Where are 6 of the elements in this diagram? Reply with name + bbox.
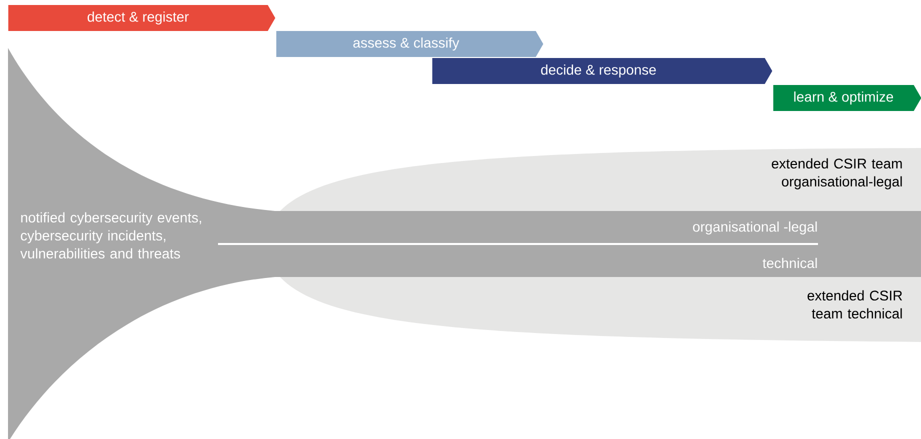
band-label: organisational -legal — [693, 221, 817, 235]
band-label: technical — [762, 258, 817, 268]
phase-banner: assess & classify — [276, 31, 544, 57]
phase-banner: detect & register — [8, 5, 276, 31]
phase-banner: decide & response — [432, 58, 772, 84]
phase-banner: learn & optimize — [773, 85, 921, 111]
